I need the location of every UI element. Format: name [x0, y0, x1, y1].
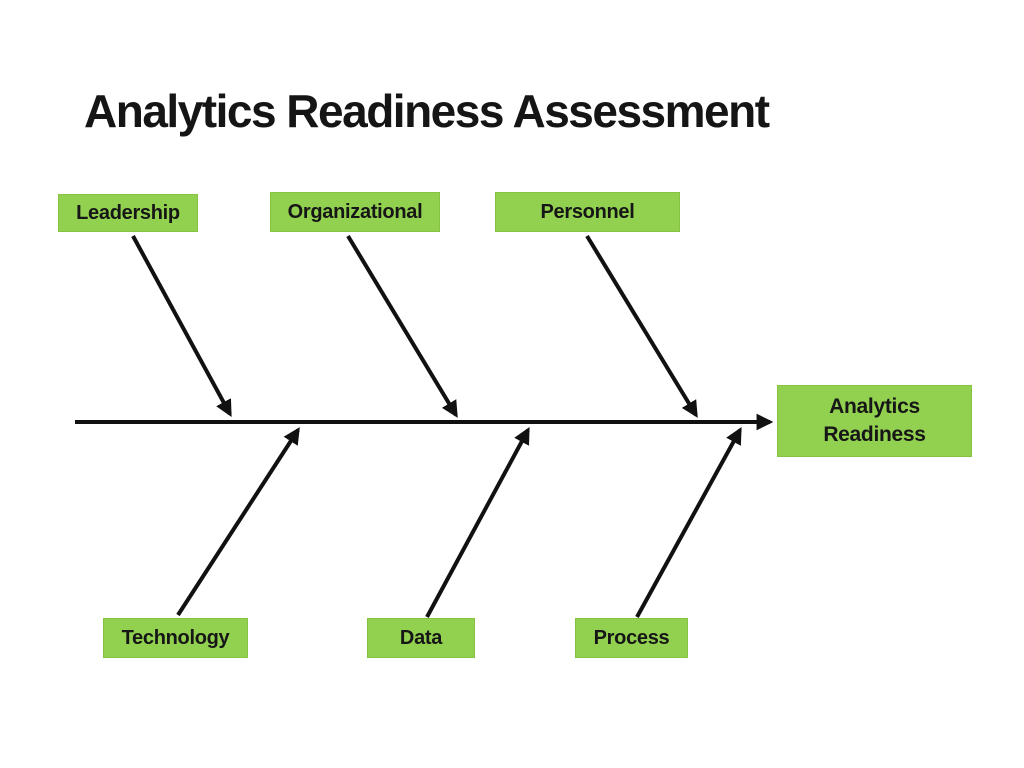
page-title: Analytics Readiness Assessment [84, 85, 770, 137]
cause-box-process: Process [575, 618, 688, 658]
cause-box-leadership: Leadership [58, 194, 198, 232]
cause-box-personnel: Personnel [495, 192, 680, 232]
arrow-data [425, 427, 530, 618]
arrow-technology [176, 427, 300, 617]
cause-box-data: Data [367, 618, 475, 658]
arrow-organizational [346, 234, 458, 418]
effect-box-analytics-readiness: Analytics Readiness [777, 385, 972, 457]
arrow-process [635, 427, 742, 618]
cause-box-technology: Technology [103, 618, 248, 658]
arrow-personnel [585, 234, 698, 418]
cause-box-organizational: Organizational [270, 192, 440, 232]
arrow-leadership [131, 235, 232, 417]
